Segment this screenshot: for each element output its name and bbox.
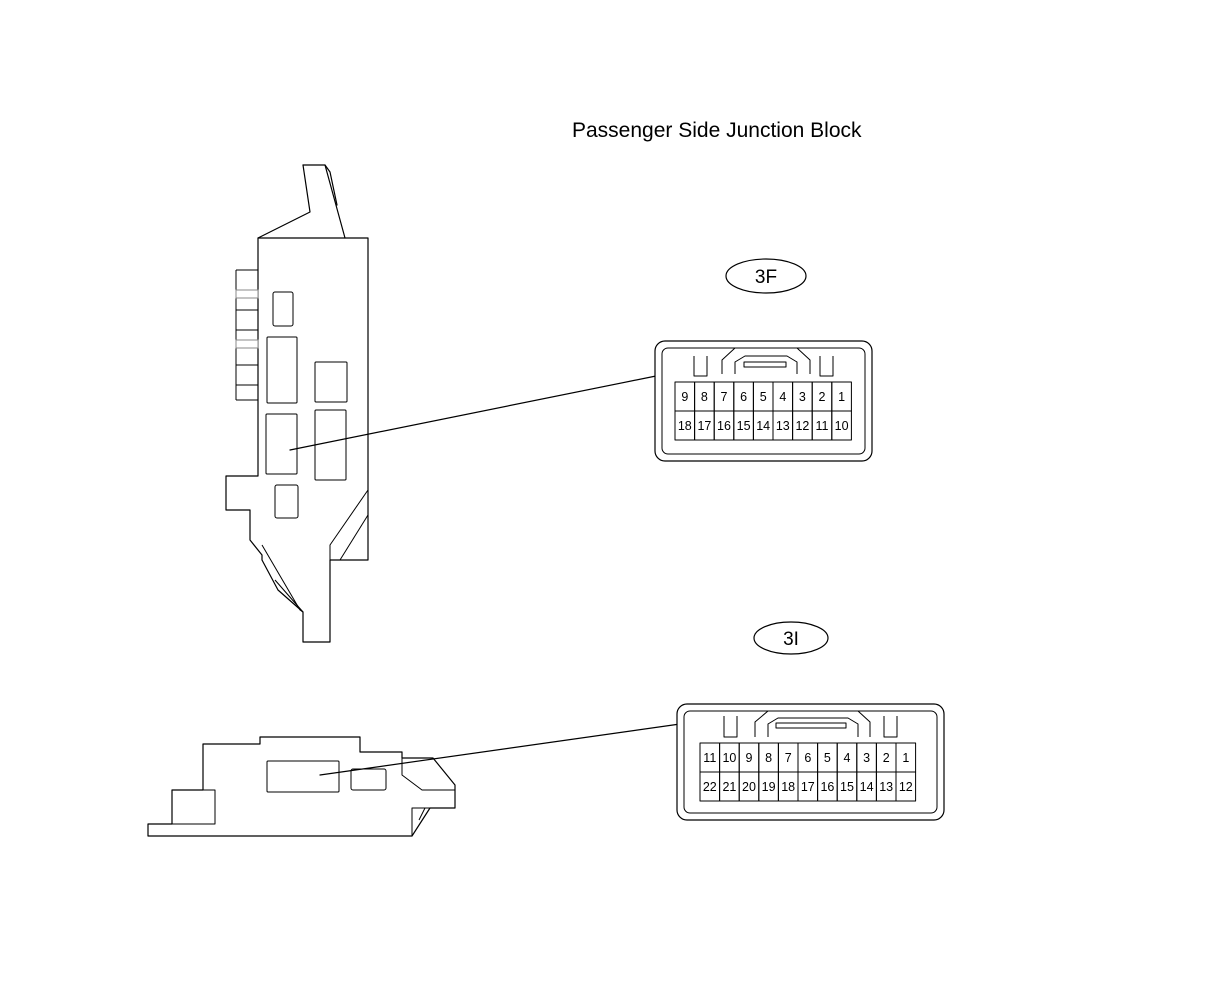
junction-block-bottom-view (147, 736, 456, 837)
pin-number: 21 (722, 780, 736, 794)
pin-number: 16 (820, 780, 834, 794)
leader-line-3i (319, 723, 681, 776)
pin-number: 6 (740, 390, 747, 404)
top-bracket (302, 164, 346, 239)
socket-3f-location (265, 413, 298, 475)
pin-number: 4 (779, 390, 786, 404)
pin-cell (831, 410, 852, 441)
connector-label-3f: 3F (755, 267, 777, 288)
leader-line-3f (289, 375, 657, 451)
pin-number: 17 (801, 780, 815, 794)
pin-number: 3 (863, 751, 870, 765)
pin-number: 13 (776, 419, 790, 433)
junction-block-side-view (225, 164, 369, 643)
pin-number: 12 (899, 780, 913, 794)
connector-label-3i-oval (753, 621, 829, 655)
pin-number: 5 (824, 751, 831, 765)
pin-number: 7 (721, 390, 728, 404)
pin-number: 15 (840, 780, 854, 794)
connector-label-3i: 3I (783, 629, 799, 650)
pin-number: 8 (765, 751, 772, 765)
pin-number: 1 (902, 751, 909, 765)
diagram-title: Passenger Side Junction Block (572, 119, 862, 142)
pin-number: 8 (701, 390, 708, 404)
connector-label-3f-oval (725, 258, 807, 294)
pin-number: 7 (785, 751, 792, 765)
pin-number: 9 (681, 390, 688, 404)
pin-number: 14 (860, 780, 874, 794)
pin-number: 12 (795, 419, 809, 433)
pin-number: 22 (703, 780, 717, 794)
pin-number: 6 (804, 751, 811, 765)
pin-number: 20 (742, 780, 756, 794)
block-body-lower (147, 736, 456, 837)
pin-number: 2 (883, 751, 890, 765)
socket-3i-location (266, 760, 340, 793)
pin-number: 4 (844, 751, 851, 765)
pin-number: 18 (781, 780, 795, 794)
pin-number: 18 (678, 419, 692, 433)
socket-slot (266, 336, 298, 404)
pin-number: 10 (722, 751, 736, 765)
socket-slot (314, 361, 348, 403)
socket-slot (350, 768, 387, 791)
pin-number: 11 (703, 751, 716, 765)
pin-number: 1 (838, 390, 845, 404)
pin-cell (895, 771, 917, 802)
pin-number: 17 (697, 419, 711, 433)
pin-number: 13 (879, 780, 893, 794)
pin-number: 11 (816, 419, 829, 433)
pin-number: 5 (760, 390, 767, 404)
pin-number: 14 (756, 419, 770, 433)
pin-number: 16 (717, 419, 731, 433)
pin-number: 3 (799, 390, 806, 404)
socket-slot (274, 484, 299, 519)
pin-number: 10 (835, 419, 849, 433)
socket-slot (272, 291, 294, 327)
pin-number: 2 (819, 390, 826, 404)
block-body (225, 237, 369, 643)
pin-number: 15 (737, 419, 751, 433)
pin-number: 9 (746, 751, 753, 765)
pin-number: 19 (762, 780, 776, 794)
socket-slot (314, 409, 347, 481)
